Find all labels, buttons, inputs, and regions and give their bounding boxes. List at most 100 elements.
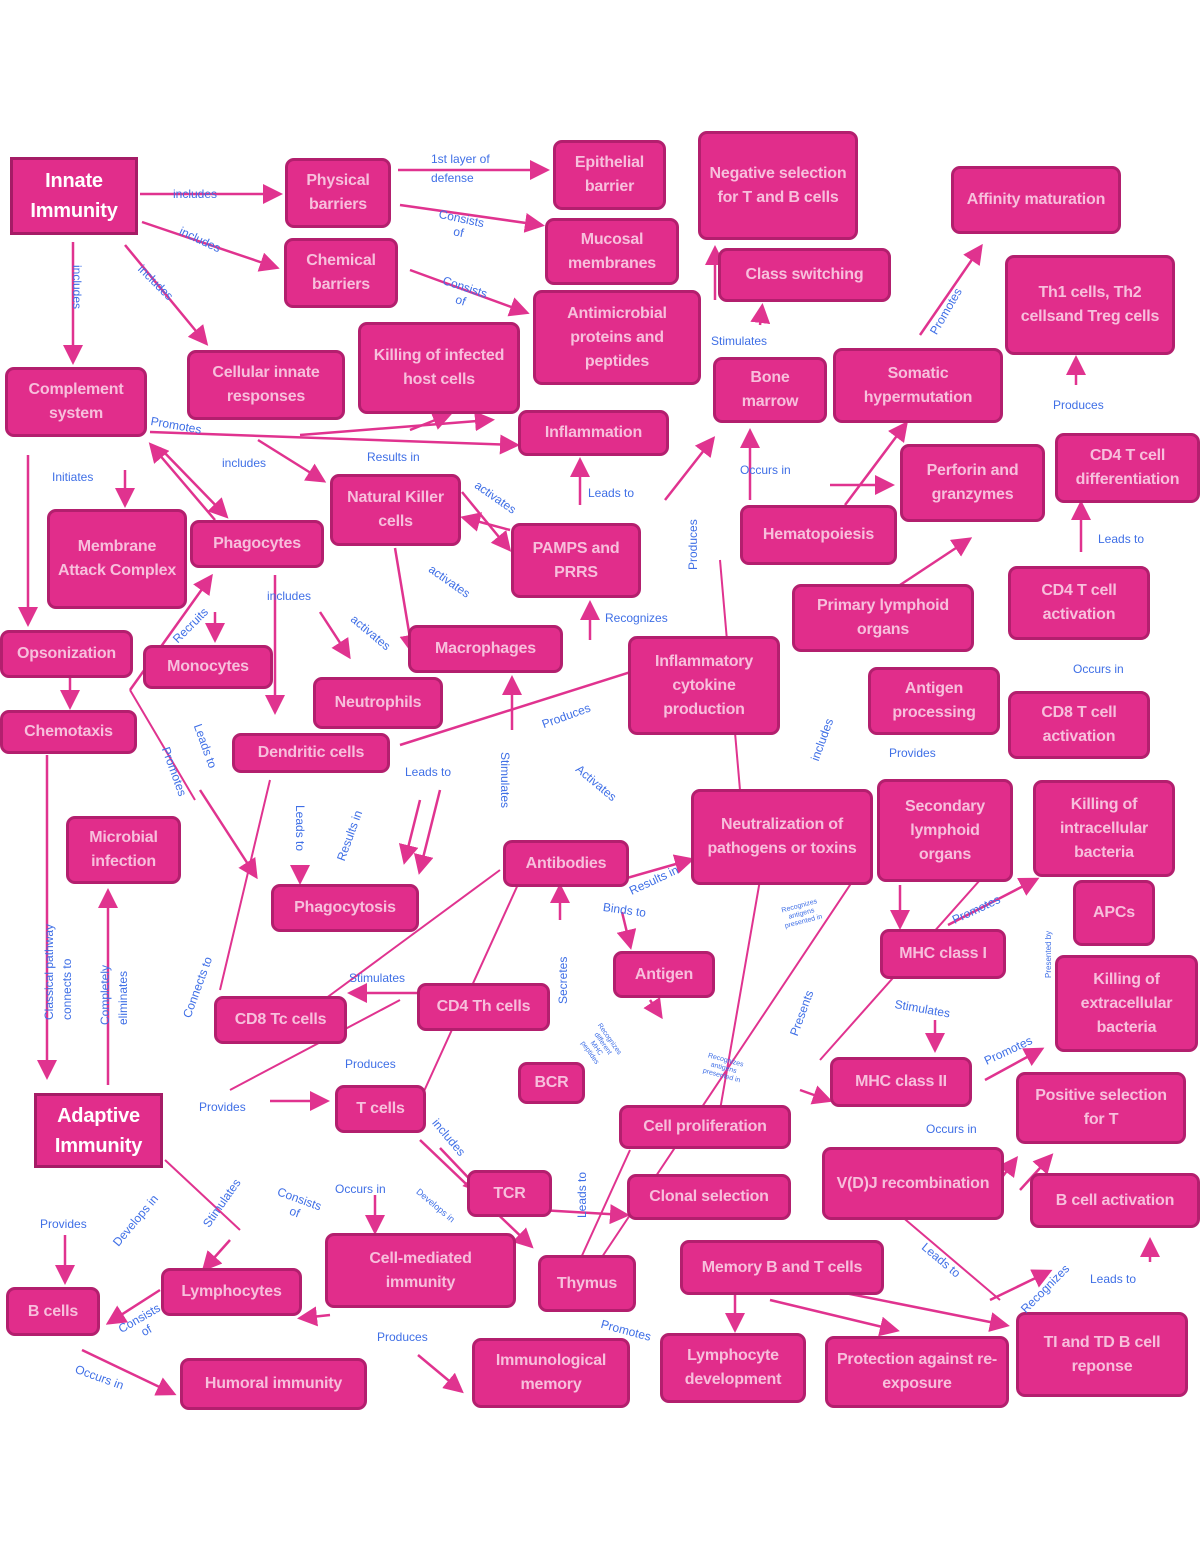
node-cd8-tc-cells: CD8 Tc cells bbox=[214, 996, 347, 1044]
node-opsonization: Opsonization bbox=[0, 630, 133, 678]
node-apcs: APCs bbox=[1073, 880, 1155, 946]
connector bbox=[409, 411, 453, 432]
link-label: Leads to bbox=[1098, 532, 1145, 546]
node-mhc-class-1: MHC class I bbox=[880, 929, 1006, 979]
node-killing-extracellular: Killing of extracellular bacteria bbox=[1055, 955, 1198, 1052]
link-label: Leads to bbox=[293, 805, 307, 852]
node-phagocytes: Phagocytes bbox=[190, 520, 324, 568]
connector bbox=[579, 1149, 631, 1261]
link-label: Provides bbox=[40, 1217, 87, 1231]
node-chemical-barriers: Chemical barriers bbox=[284, 238, 398, 308]
link-label: Leads to bbox=[1090, 1272, 1137, 1286]
connector bbox=[461, 491, 512, 552]
link-label: Stimulates bbox=[498, 752, 512, 809]
node-neutralization: Neutralization of pathogens or toxins bbox=[691, 789, 873, 885]
node-bone-marrow: Bone marrow bbox=[713, 357, 827, 423]
connector bbox=[616, 911, 637, 950]
node-physical-barriers: Physical barriers bbox=[285, 158, 391, 228]
connector bbox=[309, 869, 501, 1011]
link-label: Results in bbox=[367, 450, 420, 464]
node-somatic-hypermutation: Somatic hypermutation bbox=[833, 348, 1003, 423]
link-label: Occurs in bbox=[740, 463, 791, 477]
node-hematopoiesis: Hematopoiesis bbox=[740, 505, 897, 565]
node-epithelial-barrier: Epithelial barrier bbox=[553, 140, 666, 210]
node-cellular-innate-responses: Cellular innate responses bbox=[187, 350, 345, 420]
connector bbox=[299, 411, 495, 437]
node-antimicrobial-proteins: Antimicrobial proteins and peptides bbox=[533, 290, 701, 385]
link-label: Recognizes bbox=[605, 611, 668, 625]
node-humoral-immunity: Humoral immunity bbox=[180, 1358, 367, 1410]
connector bbox=[318, 611, 351, 660]
connector bbox=[219, 779, 271, 991]
node-bcr: BCR bbox=[518, 1062, 585, 1104]
link-label: includes bbox=[70, 265, 84, 310]
node-immunological-memory: Immunological memory bbox=[472, 1338, 630, 1408]
connector bbox=[984, 1047, 1045, 1082]
connector bbox=[750, 303, 771, 326]
link-label: includes bbox=[173, 187, 218, 201]
connector bbox=[799, 1085, 833, 1105]
connector bbox=[141, 220, 280, 272]
node-lymphocytes: Lymphocytes bbox=[161, 1268, 302, 1316]
node-chemotaxis: Chemotaxis bbox=[0, 710, 137, 754]
link-label: Produces bbox=[377, 1330, 428, 1344]
connector bbox=[81, 1348, 177, 1396]
node-membrane-attack-complex: Membrane Attack Complex bbox=[47, 509, 187, 609]
connector bbox=[619, 854, 695, 882]
link-label: Initiates bbox=[52, 470, 94, 484]
node-vdj-recombination: V(D)J recombination bbox=[822, 1147, 1004, 1220]
node-tcr: TCR bbox=[467, 1170, 552, 1217]
node-microbial-infection: Microbial infection bbox=[66, 816, 181, 884]
connector bbox=[409, 268, 530, 317]
connector bbox=[257, 438, 327, 483]
link-label: Leads to bbox=[405, 765, 452, 779]
node-complement-system: Complement system bbox=[5, 367, 147, 437]
connector bbox=[899, 537, 973, 587]
link-label: Leads to bbox=[575, 1171, 589, 1218]
link-label: includes bbox=[222, 456, 267, 470]
connector bbox=[297, 1306, 331, 1327]
node-secondary-lymphoid-organs: Secondary lymphoid organs bbox=[877, 779, 1013, 882]
node-mhc-class-2: MHC class II bbox=[830, 1057, 972, 1107]
node-macrophages: Macrophages bbox=[408, 625, 563, 673]
node-class-switching: Class switching bbox=[718, 248, 891, 302]
node-ti-td-response: TI and TD B cell reponse bbox=[1016, 1312, 1188, 1397]
node-neutrophils: Neutrophils bbox=[313, 677, 443, 729]
node-monocytes: Monocytes bbox=[143, 645, 273, 689]
connector bbox=[201, 1239, 231, 1272]
link-label: Occurs in bbox=[1073, 662, 1124, 676]
node-adaptive-immunity: Adaptive Immunity bbox=[34, 1093, 163, 1168]
node-memory-b-t-cells: Memory B and T cells bbox=[680, 1240, 884, 1295]
node-antibodies: Antibodies bbox=[503, 840, 629, 887]
connector bbox=[460, 512, 511, 532]
connector bbox=[148, 442, 216, 521]
link-label: Stimulates bbox=[711, 334, 768, 348]
connector bbox=[164, 1159, 241, 1231]
link-label: 1st layer of defense bbox=[431, 152, 490, 185]
node-negative-selection: Negative selection for T and B cells bbox=[698, 131, 858, 240]
node-b-cells: B cells bbox=[6, 1287, 100, 1336]
node-perforin-granzymes: Perforin and granzymes bbox=[900, 444, 1045, 522]
node-affinity-maturation: Affinity maturation bbox=[951, 166, 1121, 234]
node-clonal-selection: Clonal selection bbox=[627, 1174, 791, 1220]
link-label: includes bbox=[267, 589, 312, 603]
link-label: Secretes bbox=[556, 956, 570, 1004]
node-inflammatory-cytokine: Inflammatory cytokine production bbox=[628, 636, 780, 735]
link-label: Provides bbox=[199, 1100, 246, 1114]
connector bbox=[664, 436, 716, 501]
node-nk-cells: Natural Killer cells bbox=[330, 474, 461, 546]
node-antigen-processing: Antigen processing bbox=[868, 667, 1000, 735]
link-label: Completely eliminates bbox=[98, 964, 130, 1025]
connector bbox=[399, 203, 545, 233]
connector bbox=[899, 1214, 1001, 1301]
connector bbox=[844, 421, 908, 506]
node-antigen: Antigen bbox=[613, 951, 715, 998]
connector bbox=[398, 799, 422, 865]
node-killing-infected-cells: Killing of infected host cells bbox=[358, 322, 520, 414]
link-label: Occurs in bbox=[335, 1182, 386, 1196]
connector bbox=[643, 996, 663, 1020]
node-cd4-th-cells: CD4 Th cells bbox=[417, 983, 550, 1031]
connector bbox=[947, 877, 1040, 927]
node-cd4-differentiation: CD4 T cell differentiation bbox=[1055, 433, 1200, 503]
